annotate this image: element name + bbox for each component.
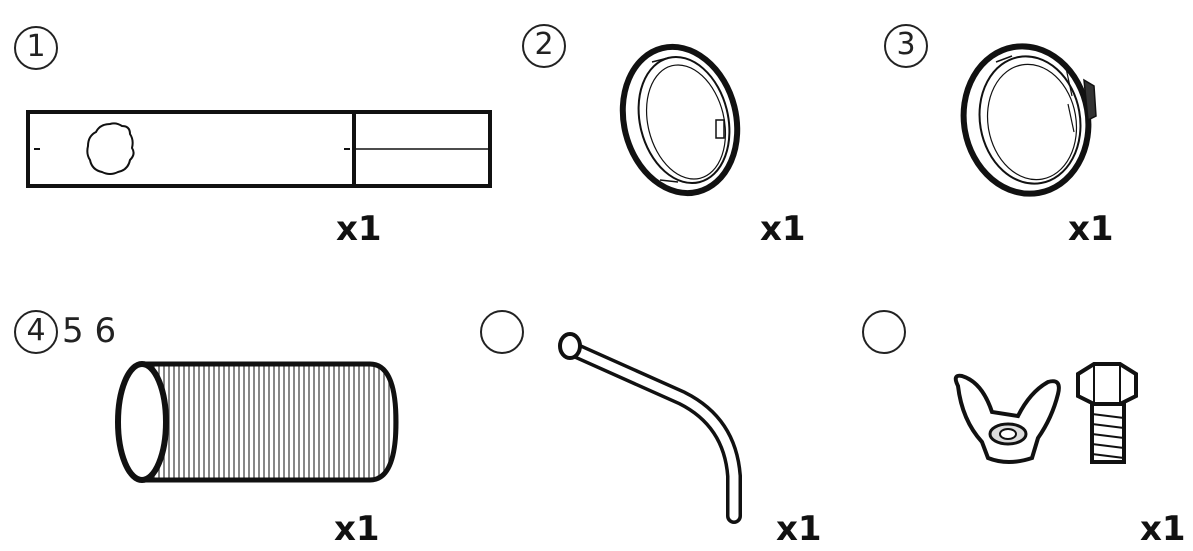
item-number-circle-5 (480, 310, 524, 354)
quantity-label-2: x1 (760, 209, 806, 249)
quantity-label-1: x1 (336, 209, 382, 249)
window-adapter-ring (960, 43, 1097, 197)
item-number-2: 2 (534, 27, 554, 62)
item-number-3: 3 (896, 27, 916, 62)
item-number-circle-6 (862, 310, 906, 354)
item-number-circle-2: 2 (522, 24, 566, 68)
item-number-1: 1 (26, 29, 46, 64)
item-number-circle-3: 3 (884, 24, 928, 68)
item-number-4: 4 (26, 313, 46, 348)
exhaust-hose (115, 361, 399, 483)
hose-adapter-ring (619, 43, 741, 197)
item-number-circle-1: 1 (14, 26, 58, 70)
quantity-label-6: x1 (1140, 509, 1186, 549)
drain-pipe (558, 332, 742, 524)
quantity-label-4: x1 (334, 509, 380, 549)
item-extra-numbers: 5 6 (62, 311, 117, 351)
quantity-label-5: x1 (776, 509, 822, 549)
wing-nut-icon (953, 373, 1061, 464)
bolt-icon (1076, 362, 1138, 464)
quantity-label-3: x1 (1068, 209, 1114, 249)
window-slider-panel (26, 110, 492, 188)
item-number-circle-4: 4 (14, 310, 58, 354)
